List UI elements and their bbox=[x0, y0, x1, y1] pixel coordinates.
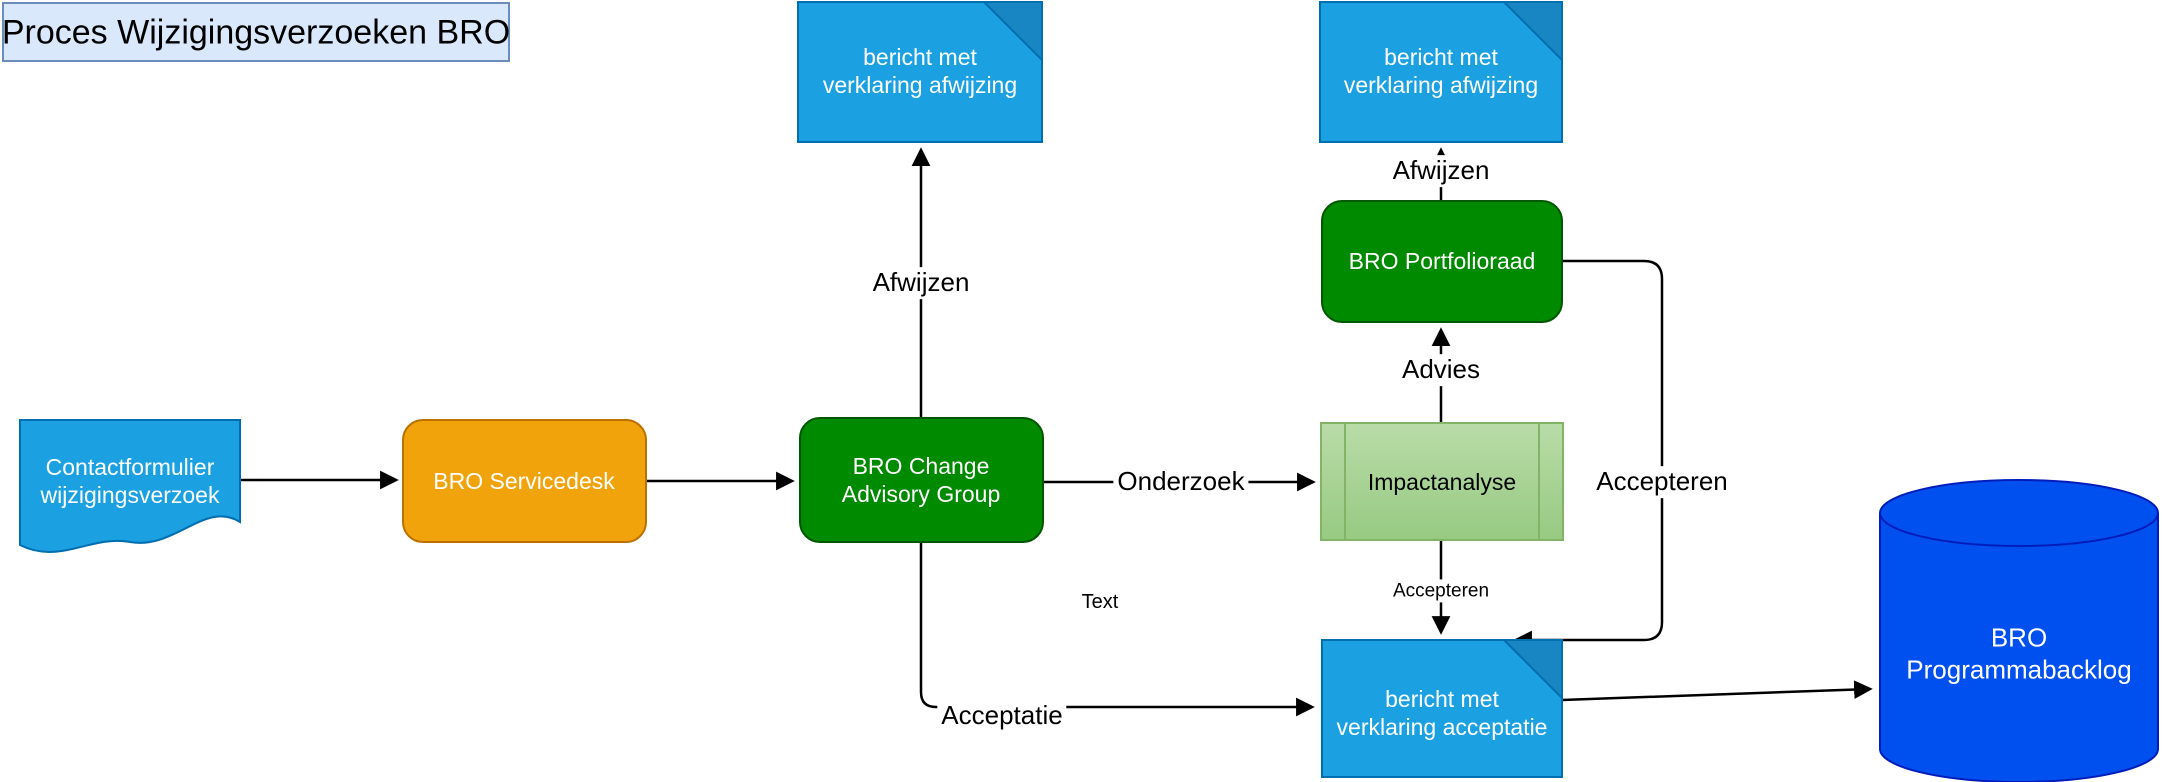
node-impactanalyse[interactable] bbox=[1320, 422, 1564, 541]
node-bro-programmabacklog[interactable] bbox=[1879, 479, 2159, 782]
node-bro-portfolioraad[interactable] bbox=[1321, 200, 1563, 323]
node-bericht-acceptatie[interactable] bbox=[1321, 639, 1563, 778]
node-contactformulier[interactable] bbox=[19, 419, 241, 553]
edge-accepteren-groot bbox=[1513, 259, 1664, 650]
edge-to-backlog bbox=[1561, 680, 1873, 702]
node-bro-servicedesk[interactable] bbox=[402, 419, 647, 543]
edge-acceptatie bbox=[919, 542, 1315, 717]
node-bericht-afwijzing-rechts[interactable] bbox=[1319, 1, 1563, 143]
title-box bbox=[2, 2, 510, 62]
node-bro-change-advisory-group[interactable] bbox=[799, 417, 1044, 543]
node-bericht-afwijzing-links[interactable] bbox=[797, 1, 1043, 143]
